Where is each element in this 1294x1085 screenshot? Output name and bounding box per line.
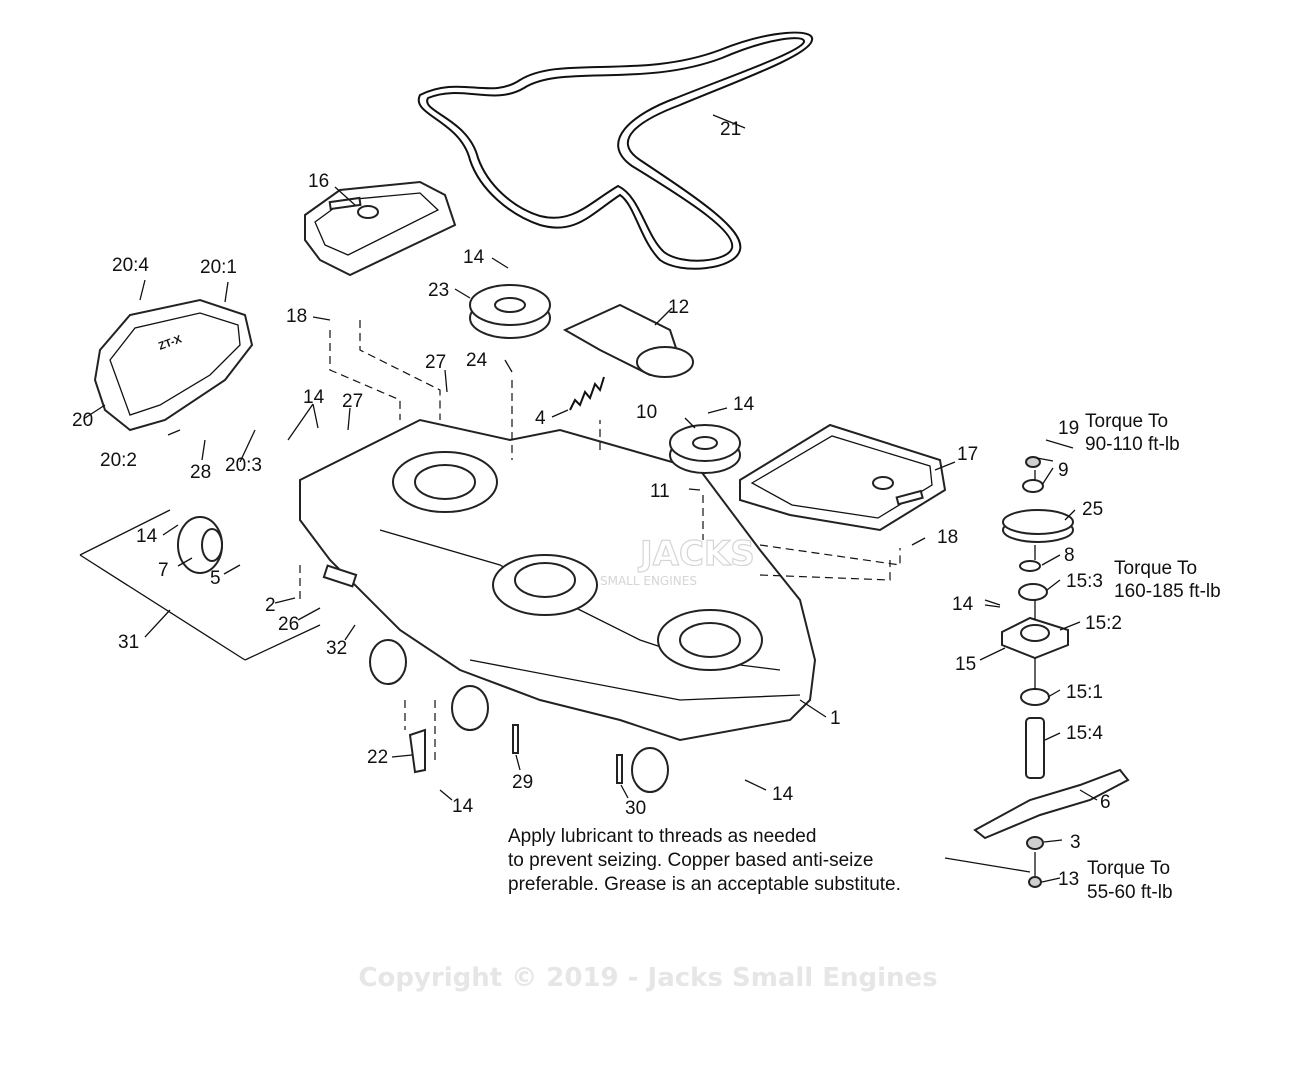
logo-text: JACKS (638, 534, 755, 574)
callout-20-4: 20:4 (112, 255, 149, 276)
callout-3: 3 (1070, 832, 1081, 853)
callout-14-a: 14 (463, 247, 485, 268)
spring-4 (569, 376, 605, 411)
callout-6: 6 (1100, 792, 1111, 813)
callout-20-3: 20:3 (225, 455, 262, 476)
callout-29: 29 (512, 772, 533, 793)
bracket-22 (408, 728, 426, 774)
callout-2: 2 (265, 595, 276, 616)
callout-22: 22 (367, 747, 388, 768)
callout-21: 21 (720, 119, 741, 140)
callout-15-4: 15:4 (1066, 723, 1103, 744)
torque-note-1-line1: Torque To (1085, 411, 1168, 432)
callout-14-c: 14 (733, 394, 755, 415)
torque-note-3-line1: Torque To (1087, 858, 1170, 879)
spindle-stack (973, 456, 1130, 888)
belt-cover-17 (739, 423, 947, 532)
torque-note-1-line2: 90-110 ft-lb (1085, 434, 1180, 455)
callout-14-d: 14 (136, 526, 158, 547)
callout-24: 24 (466, 350, 488, 371)
callout-14-e: 14 (952, 594, 974, 615)
pulley-10 (669, 424, 741, 474)
callout-30: 30 (625, 798, 646, 819)
leader-lines (84, 114, 1098, 883)
callout-18-b: 18 (937, 527, 958, 548)
callout-26: 26 (278, 614, 299, 635)
callout-16: 16 (308, 171, 329, 192)
callout-14-g: 14 (772, 784, 794, 805)
lubricant-note: Apply lubricant to threads as needed to … (508, 826, 901, 895)
callout-labels: 1 2 3 4 5 6 7 8 9 10 11 12 13 14 14 14 1… (72, 119, 1122, 890)
torque-note-2-line1: Torque To (1114, 558, 1197, 579)
torque-notes: Torque To 90-110 ft-lb Torque To 160-185… (1085, 411, 1221, 903)
callout-9: 9 (1058, 460, 1069, 481)
copyright-watermark: Copyright © 2019 - Jacks Small Engines (358, 963, 937, 993)
callout-17: 17 (957, 444, 978, 465)
callout-27-b: 27 (342, 391, 363, 412)
logo-subtext: SMALL ENGINES (600, 574, 697, 588)
callout-1: 1 (830, 708, 841, 729)
mower-deck-1 (299, 418, 817, 793)
belt-cover-20: ZT-X (93, 298, 254, 432)
callout-27-a: 27 (425, 352, 446, 373)
callout-14-b: 14 (303, 387, 325, 408)
wheel-7 (177, 516, 223, 574)
callout-12: 12 (668, 297, 689, 318)
callout-20: 20 (72, 410, 93, 431)
lubricant-note-line1: Apply lubricant to threads as needed (508, 826, 816, 847)
callout-7: 7 (158, 560, 169, 581)
callout-23: 23 (428, 280, 449, 301)
bolt-29 (512, 724, 519, 754)
callout-20-1: 20:1 (200, 257, 237, 278)
callout-14-f: 14 (452, 796, 474, 817)
bracket-outline-31 (79, 509, 321, 661)
callout-11: 11 (650, 481, 670, 502)
callout-19: 19 (1058, 418, 1079, 439)
jacks-logo-watermark: JACKS SMALL ENGINES (600, 533, 755, 588)
belt-cover-16 (304, 180, 457, 277)
torque-note-2-line2: 160-185 ft-lb (1114, 581, 1221, 602)
idler-assembly-12 (562, 303, 694, 378)
callout-20-2: 20:2 (100, 450, 137, 471)
callout-15-3: 15:3 (1066, 571, 1103, 592)
callout-5: 5 (210, 568, 221, 589)
callout-28: 28 (190, 462, 211, 483)
callout-4: 4 (535, 408, 546, 429)
callout-25: 25 (1082, 499, 1103, 520)
belt-21 (417, 31, 814, 270)
torque-note-3-line2: 55-60 ft-lb (1087, 882, 1173, 903)
callout-10: 10 (636, 402, 657, 423)
callout-8: 8 (1064, 545, 1075, 566)
callout-15-1: 15:1 (1066, 682, 1103, 703)
callout-15-2: 15:2 (1085, 613, 1122, 634)
callout-31: 31 (118, 632, 139, 653)
callout-32: 32 (326, 638, 347, 659)
pulley-23 (469, 284, 551, 339)
callout-15: 15 (955, 654, 976, 675)
callout-18-a: 18 (286, 306, 307, 327)
callout-13: 13 (1058, 869, 1079, 890)
assembly-lines (299, 320, 901, 760)
bolt-30 (616, 754, 623, 784)
lubricant-note-line3: preferable. Grease is an acceptable subs… (508, 874, 901, 895)
lubricant-note-line2: to prevent seizing. Copper based anti-se… (508, 850, 873, 871)
